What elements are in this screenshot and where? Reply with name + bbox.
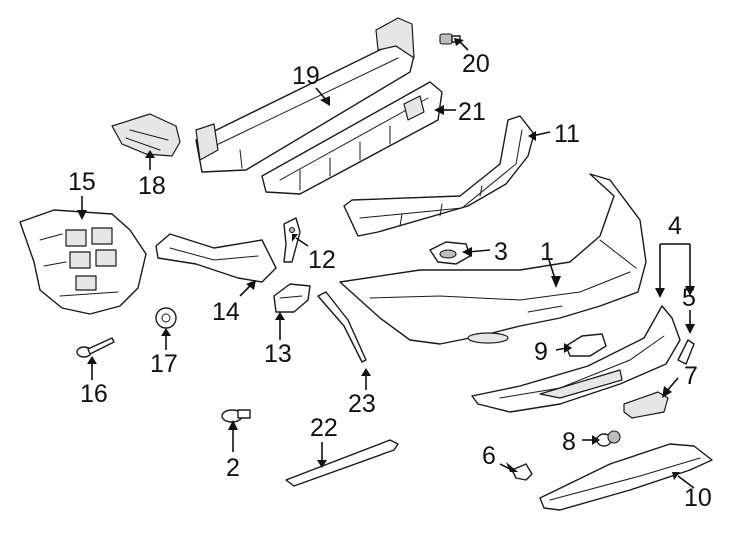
callout-9: 9 (534, 338, 548, 366)
part-4-lower-valance (471, 305, 681, 413)
leader-lines (77, 38, 695, 489)
part-19-impact-bar (195, 17, 415, 173)
part-3-sensor-bracket (429, 241, 471, 265)
part-17-nut (155, 307, 177, 329)
callout-7: 7 (684, 362, 698, 390)
callout-13: 13 (264, 340, 292, 368)
part-21-energy-absorber (261, 81, 443, 195)
part-18-bracket (111, 113, 181, 157)
callout-2: 2 (226, 454, 240, 482)
part-10-lower-molding (539, 443, 713, 511)
part-7-lamp (623, 391, 669, 419)
callout-21: 21 (458, 98, 486, 126)
part-1-bumper-cover (339, 173, 647, 345)
callout-1: 1 (540, 238, 554, 266)
callout-17: 17 (150, 350, 178, 378)
callout-10: 10 (684, 484, 712, 512)
part-6-clip (511, 463, 533, 481)
callout-6: 6 (482, 442, 496, 470)
part-15-side-bracket (19, 209, 147, 315)
callout-22: 22 (310, 414, 338, 442)
part-9-bracket (565, 333, 607, 357)
callout-23: 23 (348, 390, 376, 418)
callout-20: 20 (462, 50, 490, 78)
callout-18: 18 (138, 172, 166, 200)
part-16-rivet (76, 337, 115, 358)
callout-5: 5 (682, 284, 696, 312)
part-2-push-pin (221, 409, 251, 423)
part-14-side-bracket (155, 233, 277, 283)
callout-4: 4 (668, 212, 682, 240)
part-5-reflector (677, 339, 695, 365)
callout-19: 19 (292, 62, 320, 90)
callout-15: 15 (68, 168, 96, 196)
part-22-molding-strip (285, 439, 399, 487)
callout-16: 16 (80, 380, 108, 408)
callout-12: 12 (308, 246, 336, 274)
callout-11: 11 (554, 120, 580, 148)
callout-labels: 1 2 3 4 5 6 7 8 9 10 11 12 13 14 15 16 1… (68, 50, 712, 512)
part-13-bracket (273, 283, 311, 313)
part-8-sensor (596, 430, 621, 447)
callout-3: 3 (494, 238, 508, 266)
callout-8: 8 (562, 428, 576, 456)
callout-14: 14 (212, 298, 240, 326)
part-23-trim-strip (317, 291, 367, 363)
